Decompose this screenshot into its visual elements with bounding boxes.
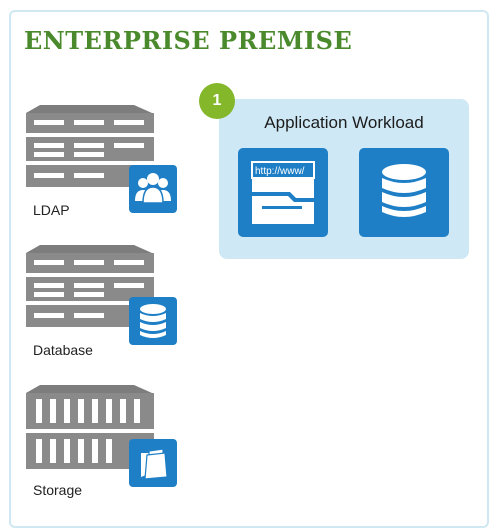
browser-window-icon: http://www/	[238, 148, 328, 237]
folder-icon	[129, 439, 177, 487]
browser-url-text: http://www/	[255, 166, 305, 177]
server-label-ldap: LDAP	[31, 201, 72, 219]
application-workload-panel: Application Workload http://www/	[219, 99, 469, 259]
database-icon	[359, 148, 449, 237]
database-icon	[129, 297, 177, 345]
ldap-server: LDAP	[26, 97, 177, 219]
server-label-database: Database	[31, 341, 95, 359]
users-icon	[129, 165, 177, 213]
storage-server: Storage	[26, 377, 177, 499]
rack-server-icon	[26, 105, 154, 187]
database-server: Database	[26, 237, 177, 359]
workload-title: Application Workload	[264, 113, 424, 132]
step-number-badge: 1	[199, 83, 235, 119]
diagram-title: ENTERPRISE PREMISE	[24, 26, 353, 55]
server-label-storage: Storage	[31, 481, 85, 499]
